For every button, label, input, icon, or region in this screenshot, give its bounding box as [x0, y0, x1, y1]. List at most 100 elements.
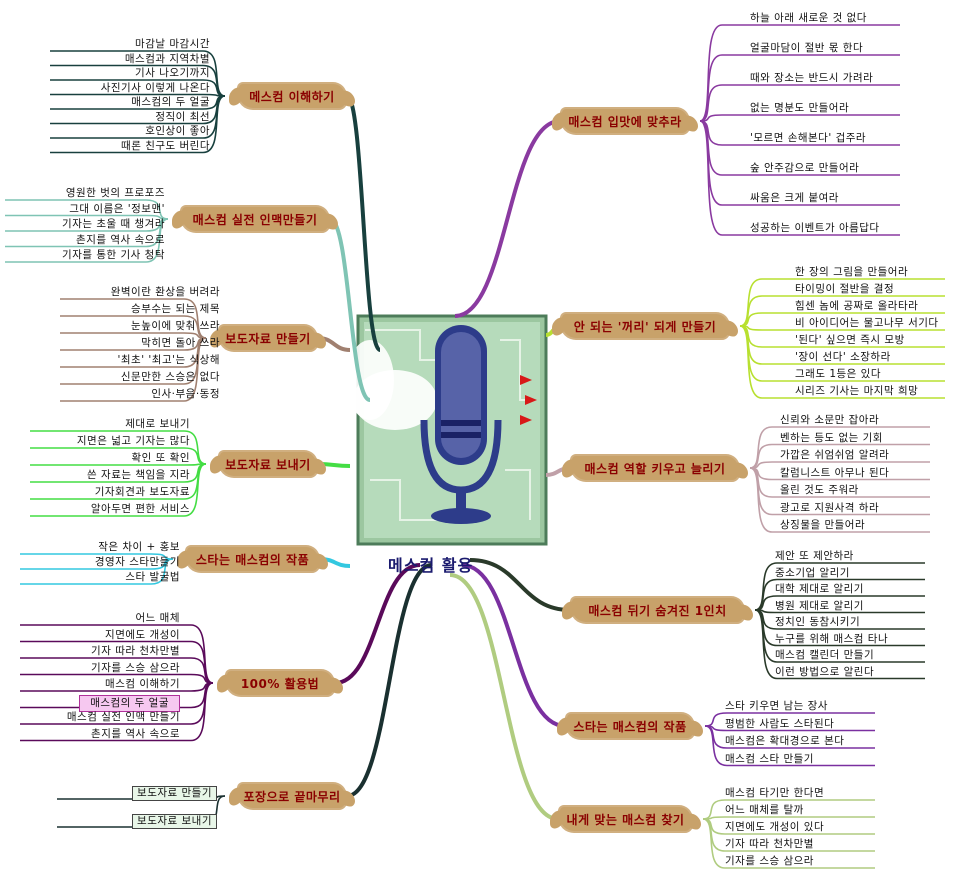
branch-brush-bg	[237, 782, 347, 810]
connector-line	[739, 325, 945, 399]
leaf-item[interactable]: 기자는 초울 때 챙겨라	[62, 218, 165, 230]
leaf-item[interactable]: 영원한 벗의 프로포즈	[65, 187, 165, 199]
branch-label[interactable]: 매스컴 뒤기 숨겨진 1인치	[588, 604, 727, 618]
leaf-item[interactable]: 기자를 스승 삼으라	[725, 855, 814, 867]
branch-label[interactable]: 매스컴 입맛에 맞추라	[568, 115, 682, 129]
leaf-item[interactable]: 확인 또 확인	[131, 452, 190, 464]
branch-label[interactable]: 매스컴 역할 키우고 늘리기	[584, 462, 726, 476]
leaf-item[interactable]: 촌지를 역사 속으로	[76, 233, 165, 246]
leaf-item[interactable]: 보도자료 만들기	[132, 786, 217, 801]
leaf-item[interactable]: 칼럼니스트 아무나 된다	[780, 466, 890, 479]
leaf-item[interactable]: 호인상이 좋아	[145, 125, 210, 137]
branch-label[interactable]: 보도자료 만들기	[225, 332, 311, 346]
leaf-item[interactable]: 매스컴 실전 인맥 만들기	[66, 711, 180, 723]
leaf-item[interactable]: 시리즈 기사는 마지막 희망	[795, 385, 919, 397]
branch-label[interactable]: 내게 맞는 매스컴 찾기	[566, 813, 685, 827]
leaf-item[interactable]: 마감날 마감시간	[135, 38, 210, 50]
leaf-item[interactable]: 알아두면 편한 서비스	[90, 503, 190, 515]
leaf-item[interactable]: 숲 안주감으로 만들어라	[750, 162, 860, 174]
leaf-item[interactable]: 기자회견과 보도자료	[94, 486, 190, 498]
leaf-item[interactable]: 매스컴의 두 얼굴	[79, 694, 180, 712]
leaf-item[interactable]: 스타 발굴법	[125, 571, 180, 583]
leaf-item[interactable]: 매스컴과 지역차별	[124, 52, 210, 65]
leaf-item[interactable]: 때론 친구도 버린다	[121, 139, 210, 152]
leaf-item[interactable]: 평범한 사람도 스타된다	[725, 717, 835, 730]
leaf-item[interactable]: 지면에도 개성이	[105, 628, 180, 641]
leaf-item[interactable]: '모르면 손해본다' 겁주라	[750, 132, 867, 144]
leaf-item[interactable]: 매스컴 스타 만들기	[725, 752, 814, 765]
connector-line	[345, 94, 382, 352]
leaf-item[interactable]: 비 아이디어는 물고나무 서기다	[795, 317, 939, 329]
leaf-item[interactable]: 어느 매체를 탈까	[725, 804, 804, 816]
leaf-item[interactable]: 스타 키우면 남는 장사	[725, 700, 828, 712]
leaf-item[interactable]: 힘센 놈에 공짜로 올라타라	[795, 300, 919, 312]
branch-label[interactable]: 100% 활용법	[240, 677, 320, 691]
branch-label[interactable]: 보도자료 보내기	[225, 458, 311, 472]
branch-label[interactable]: 스타는 매스컴의 작품	[195, 553, 310, 567]
leaf-item[interactable]: 막히면 돌아 쓰라	[141, 337, 220, 349]
leaf-item[interactable]: '된다' 싶으면 즉시 모방	[795, 334, 905, 346]
leaf-item[interactable]: 올린 것도 주워라	[780, 484, 859, 496]
leaf-item[interactable]: 매스컴은 확대경으로 본다	[725, 735, 845, 747]
leaf-item[interactable]: 기자 따라 천차만별	[725, 838, 814, 850]
leaf-item[interactable]: '장이 선다' 소장하라	[795, 351, 891, 363]
leaf-item[interactable]: 이런 방법으로 알린다	[775, 665, 875, 678]
branch-brush-bg	[225, 669, 335, 697]
leaf-item[interactable]: 때와 장소는 반드시 가려라	[750, 72, 874, 84]
leaf-item[interactable]: 제대로 보내기	[125, 418, 190, 430]
leaf-item[interactable]: 사진기사 이렇게 나온다	[100, 81, 210, 94]
leaf-item[interactable]: 매스컴 캘린더 만들기	[775, 649, 875, 661]
leaf-item[interactable]: 중소기업 알리기	[775, 566, 850, 579]
leaf-item[interactable]: 그대 이름은 '정보맨'	[69, 202, 165, 215]
leaf-item[interactable]: 매스컴 이해하기	[105, 678, 180, 690]
leaf-item[interactable]: 작은 차이 + 홍보	[98, 541, 180, 553]
branch-label[interactable]: 안 되는 '꺼리' 되게 만들기	[573, 320, 717, 334]
connector-line	[60, 337, 207, 402]
branch-brush-bg	[570, 596, 745, 624]
leaf-item[interactable]: 기자를 통한 기사 청탁	[62, 249, 165, 261]
leaf-item[interactable]: 병원 제대로 알리기	[775, 599, 864, 612]
branch-label[interactable]: 메스컴 이해하기	[249, 90, 335, 104]
leaf-item[interactable]: 없는 명분도 만들어라	[750, 102, 850, 114]
leaf-item[interactable]: 신문만한 스승은 없다	[120, 371, 220, 383]
branch-brush-bg	[237, 82, 347, 110]
leaf-item[interactable]: 기자 따라 천차만별	[91, 645, 180, 657]
leaf-item[interactable]: 광고로 지원사격 하라	[780, 501, 880, 514]
connector-line	[469, 558, 571, 612]
leaf-item[interactable]: 어느 매체	[135, 612, 180, 624]
leaf-item[interactable]: 한 장의 그림을 만들어라	[795, 266, 909, 278]
leaf-item[interactable]: 지면은 넓고 기자는 많다	[76, 435, 190, 447]
leaf-item[interactable]: 싸움은 크게 붙여라	[750, 192, 839, 204]
leaf-item[interactable]: 가깝은 쉬엄쉬엄 알려라	[780, 449, 890, 461]
branch-label[interactable]: 매스컴 실전 인맥만들기	[192, 213, 318, 227]
leaf-item[interactable]: 쓴 자료는 책임을 지라	[87, 469, 190, 481]
leaf-item[interactable]: 기사 나오기까지	[135, 67, 210, 79]
leaf-item[interactable]: 경영자 스타만들기	[94, 556, 180, 568]
leaf-item[interactable]: 얼굴마담이 절반 몫 한다	[750, 42, 864, 54]
leaf-item[interactable]: 기자를 스승 삼으라	[91, 661, 180, 674]
leaf-item[interactable]: 지면에도 개성이 있다	[725, 821, 825, 833]
leaf-item[interactable]: 승부수는 되는 제목	[131, 303, 220, 315]
leaf-item[interactable]: 성공하는 이벤트가 아름답다	[750, 222, 880, 234]
leaf-item[interactable]: 인사·부음·동정	[151, 388, 220, 400]
leaf-item[interactable]: 누구를 위해 매스컴 타나	[775, 632, 889, 645]
leaf-item[interactable]: 보도자료 보내기	[132, 814, 217, 829]
leaf-item[interactable]: 매스컴의 두 얼굴	[131, 96, 210, 108]
leaf-item[interactable]: 눈높이에 맞춰 쓰라	[131, 320, 220, 332]
leaf-item[interactable]: '최초' '최고'는 식상해	[117, 354, 220, 366]
leaf-item[interactable]: 정치인 동참시키기	[775, 616, 861, 628]
leaf-item[interactable]: 정직이 최선	[155, 110, 210, 123]
leaf-item[interactable]: 제안 또 제안하라	[775, 550, 854, 562]
leaf-item[interactable]: 완벽이란 환상을 버려라	[110, 286, 220, 298]
leaf-item[interactable]: 상징물을 만들어라	[780, 519, 866, 531]
leaf-item[interactable]: 타이밍이 절반을 결정	[795, 283, 895, 295]
leaf-item[interactable]: 매스컴 타기만 한다면	[725, 787, 825, 799]
leaf-item[interactable]: 벤하는 등도 없는 기회	[780, 431, 883, 444]
leaf-item[interactable]: 촌지를 역사 속으로	[91, 727, 180, 740]
leaf-item[interactable]: 대학 제대로 알리기	[775, 583, 864, 595]
branch-label[interactable]: 포장으로 끝마무리	[243, 790, 341, 804]
leaf-item[interactable]: 신뢰와 소문만 잡아라	[780, 414, 880, 426]
leaf-item[interactable]: 그래도 1등은 있다	[795, 368, 881, 380]
branch-label[interactable]: 스타는 매스컴의 작품	[573, 720, 687, 734]
leaf-item[interactable]: 하늘 아래 새로운 것 없다	[750, 12, 867, 24]
